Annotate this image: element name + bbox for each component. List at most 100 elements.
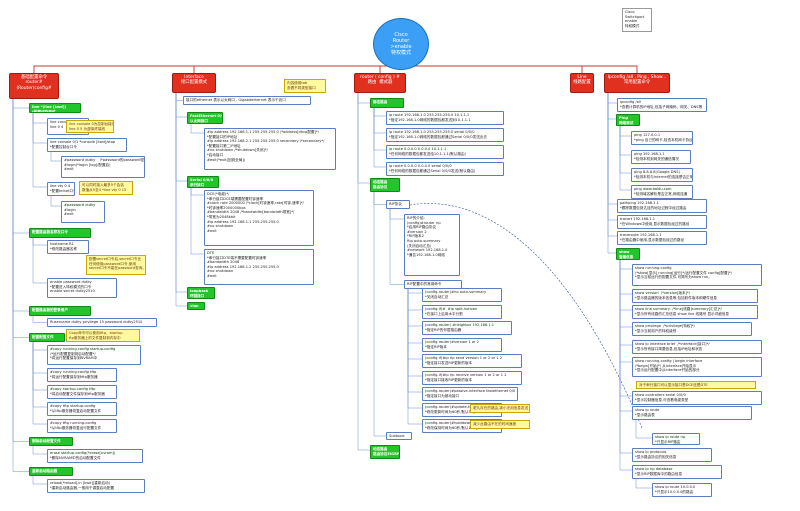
sub-branch-topic[interactable]: 配置路由器的登录用户 — [29, 306, 91, 316]
connector-line — [619, 126, 631, 137]
connector-line — [619, 260, 632, 311]
connector-line — [357, 93, 370, 104]
topic-node[interactable]: show running-config | begin interface /*… — [632, 357, 762, 377]
topic-node[interactable]: show controllers serial 0/0/0 *显示控制器信息,可… — [632, 391, 762, 405]
topic-node[interactable]: show ip route *显示路由表 — [632, 406, 752, 420]
topic-node[interactable]: ip route 0.0.0.0 0.0.0.0 serial 0/0/0 *任… — [386, 162, 504, 176]
topic-node[interactable]: ipconfig /all *查看计算机的IP地址,包括子网掩码、网关、DNS等 — [617, 98, 707, 112]
topic-node[interactable]: #copy running-config startup-config /*运行… — [47, 345, 141, 365]
topic-node[interactable]: DTE *串行接口DTE端不需要配置时钟速率 #bandwidth 2048 #… — [204, 249, 314, 285]
topic-node[interactable]: (config-router) #neighbor 192.168.1.1 *指… — [422, 321, 512, 335]
connector-line — [32, 342, 47, 425]
sub-branch-topic[interactable]: vlan — [187, 302, 205, 310]
topic-node[interactable]: (config-if)#ip rip send version 1 or 2 o… — [422, 354, 522, 368]
topic-node[interactable]: show line summary /*line[线路]summary[汇总]*… — [632, 305, 758, 319]
topic-node[interactable]: ping 192.168.1.1 *检测本机到网关的通信情况 — [631, 150, 691, 164]
topic-node[interactable]: ping 8.8.8.8(Google DNS) *检测本机与Internet的… — [631, 168, 693, 182]
sub-branch-topic[interactable]: 重新启动路由器 — [29, 467, 73, 476]
topic-node[interactable]: #password dutky #login #exit — [61, 201, 105, 223]
topic-node[interactable]: DCE(*电缆)*/ *串行接口DCE端需要配置时钟速率 #clock rate… — [204, 190, 314, 246]
sub-branch-topic[interactable]: 删除启动配置文件 — [29, 437, 73, 446]
connector-line — [12, 99, 29, 234]
sub-branch-topic[interactable]: 配置路由器名称及口令 — [29, 228, 91, 238]
topic-node[interactable]: show ip route rip *只显示RIP路由 — [652, 433, 700, 445]
topic-node[interactable]: (config-if)#ip rip receive version 1 or … — [422, 371, 522, 385]
connector-line — [32, 342, 47, 408]
connector-line — [50, 196, 61, 207]
topic-node[interactable]: (config-router)#no auto-summary *关闭自动汇总 — [422, 288, 502, 302]
topic-node[interactable]: RIP的介绍: (config)#router rip *启用RIP路由协议 #… — [404, 214, 460, 276]
connector-line — [407, 289, 422, 327]
note-callout[interactable]: 更久存在的路由,减小无用信息发送 — [470, 404, 530, 413]
topic-node[interactable]: (config-if)# #ip split-horizon *在接口上启用水平… — [422, 305, 502, 319]
sub-branch-topic[interactable]: show 查看信息 — [616, 248, 640, 260]
topic-node[interactable]: ping www.baidu.com *检测域名解析是否正常,网络连通 — [631, 185, 693, 199]
topic-node[interactable]: line console 0/1 *console [kwd]/stop *配置… — [47, 138, 127, 152]
sub-branch-topic[interactable]: loopback 环回接口 — [187, 287, 215, 299]
topic-node[interactable]: show ip rip database *显示RIP数据库中的路由信息 — [632, 465, 722, 479]
topic-node[interactable]: Rusername dutky privilege 15 password du… — [47, 318, 157, 327]
connector-line — [373, 108, 386, 134]
topic-node[interactable]: ping 127.0.0.1 *ping 自己的网卡,检查本机网卡协议正常 — [631, 131, 693, 145]
topic-node[interactable]: line vty 0 4 *配置telnet口令 — [47, 182, 75, 196]
note-callout[interactable]: 内容使用tab 查看不同类型接口 — [284, 79, 326, 93]
connector-line — [32, 238, 47, 246]
topic-node[interactable]: ip route 0.0.0.0 0.0.0.0 10.1.1.1 *任何网络的… — [386, 145, 504, 159]
sub-branch-topic[interactable]: 动态路由 路由协议 — [370, 178, 400, 192]
central-topic[interactable]: Cisco Router >enable 特权模式 — [373, 18, 429, 70]
main-branch-topic[interactable]: router ( config ) # 路由 模式器 — [354, 73, 406, 93]
topic-node[interactable]: tracert 192.168.1.1 *在Windows中使用,显示数据包经过… — [617, 215, 707, 229]
topic-node[interactable]: #ip address 192.168.1.1 255.255.255.0 /*… — [204, 128, 336, 170]
note-callout[interactable]: line console 0为控制台接口 line 0 5 为虚拟终端线 — [66, 120, 114, 133]
topic-node[interactable]: show ip protocols *显示路由协议的相关信息 — [632, 448, 712, 462]
note-callout[interactable]: 对于串行接口可以显示接口是DCE还是DTE — [636, 381, 756, 389]
topic-node[interactable]: show ip route 10.0.0.0 *只显示10.0.0.0的路由 — [652, 483, 712, 497]
connector-line — [407, 289, 422, 360]
topic-node[interactable]: 接口的ethernet 表示以太网口 , Gigabitethernet 表示千… — [183, 96, 311, 105]
relation-curve — [409, 203, 643, 429]
note-callout[interactable]: 减少此路由不在的时间速度 — [470, 420, 530, 429]
main-branch-topic[interactable]: Interface 接口配置模式 — [172, 73, 216, 93]
connector-line — [619, 260, 632, 328]
sub-branch-topic[interactable]: Serial 0/0/0 串行接口 — [187, 176, 219, 188]
topic-node[interactable]: show running-config /*show[显示],running[运… — [632, 264, 762, 286]
sub-branch-topic[interactable]: line *(line [kwd]) *配置线路模式 — [29, 103, 81, 113]
topic-node[interactable]: reload(*reload[,in [kwd]]重新启动) *重新启动路由器,… — [47, 479, 145, 493]
topic-node[interactable]: #copy startup-config tftp *将启动配置文件保存到tft… — [47, 385, 117, 399]
topic-node[interactable]: erase startup-config(*erase[nvram]) *删除N… — [47, 449, 143, 463]
topic-node[interactable]: ip route 192.168.1.0 255.255.255.0 10.1.… — [386, 111, 504, 125]
topic-node[interactable]: RIP协议 — [386, 200, 410, 209]
note-callout[interactable]: 可以同时接入最多5个会话 数值从0至4 *line vty 0 15 — [79, 181, 133, 195]
connector-line — [12, 99, 29, 338]
note-callout[interactable]: Copy命令可以使用tftp、startup ftp服务器上的文件复制到内存中 — [66, 329, 140, 342]
sub-branch-topic[interactable]: 配置配置文件 — [29, 333, 65, 342]
topic-node[interactable]: show ip interface brief /*interface[接口]*… — [632, 340, 762, 354]
connector-line — [619, 260, 632, 270]
connector-line — [389, 209, 404, 220]
sub-branch-topic[interactable]: FastEthernet 0/0 以太网接口 — [187, 112, 223, 124]
topic-node[interactable]: show privilege /*privilege[特权]*/ *显示当前用户… — [632, 322, 752, 336]
sub-branch-topic[interactable]: 动态路由 路由协议EIGRP — [370, 445, 400, 459]
topic-node[interactable]: enable password dutky *配置进入特权模式的口令 enabl… — [47, 278, 117, 298]
topic-node[interactable]: show version /*version[版本]*/ *显示路由器的版本信息… — [632, 289, 758, 303]
connector-line — [32, 342, 47, 391]
main-branch-topic[interactable]: 基础配置命令 router# (Router)config# — [9, 73, 59, 99]
topic-node[interactable]: #copy tftp running-config *从tftp服务器恢复运行配… — [47, 419, 117, 433]
topic-node[interactable]: ip route 192.168.1.0 255.255.255.0 seria… — [386, 128, 504, 142]
topic-node[interactable]: hostname R1 *修改路由器名称 — [47, 240, 89, 254]
topic-node[interactable]: (config-router)#passive-interface fastet… — [422, 387, 518, 401]
sub-branch-topic[interactable]: Ping 网络测试 — [616, 114, 640, 126]
topic-node[interactable]: #copy tftp startup-config *从tftp服务器恢复启动配… — [47, 402, 117, 416]
topic-node[interactable]: Subtopic — [386, 432, 412, 440]
topic-node[interactable]: pathping 192.168.1.1 *跟踪数据包到达目的地址过程中经过路由 — [617, 199, 707, 213]
topic-node[interactable]: #copy running-config tftp *将运行配置保存到tftp服… — [47, 368, 117, 382]
note-callout[interactable]: 配置secret口令后,secret口令比 任何使用password口令,使用 … — [86, 255, 146, 275]
topic-node[interactable]: traceroute 192.168.1.1 *在路由器中使用,显示数据包经过的… — [617, 231, 707, 245]
main-branch-topic[interactable]: Ipconfig /all , Ping , Show... 常用配置命令 — [604, 73, 670, 93]
connector-line — [175, 93, 183, 101]
topic-node[interactable]: #password dutky /*password的password密码*/ … — [61, 156, 145, 178]
main-branch-topic[interactable]: Line 线路配置 — [570, 73, 594, 93]
topic-node[interactable]: (config-router)#version 1 or 2 *指定RIP版本 — [422, 338, 502, 352]
sub-branch-topic[interactable]: 静态路由 — [370, 98, 404, 108]
